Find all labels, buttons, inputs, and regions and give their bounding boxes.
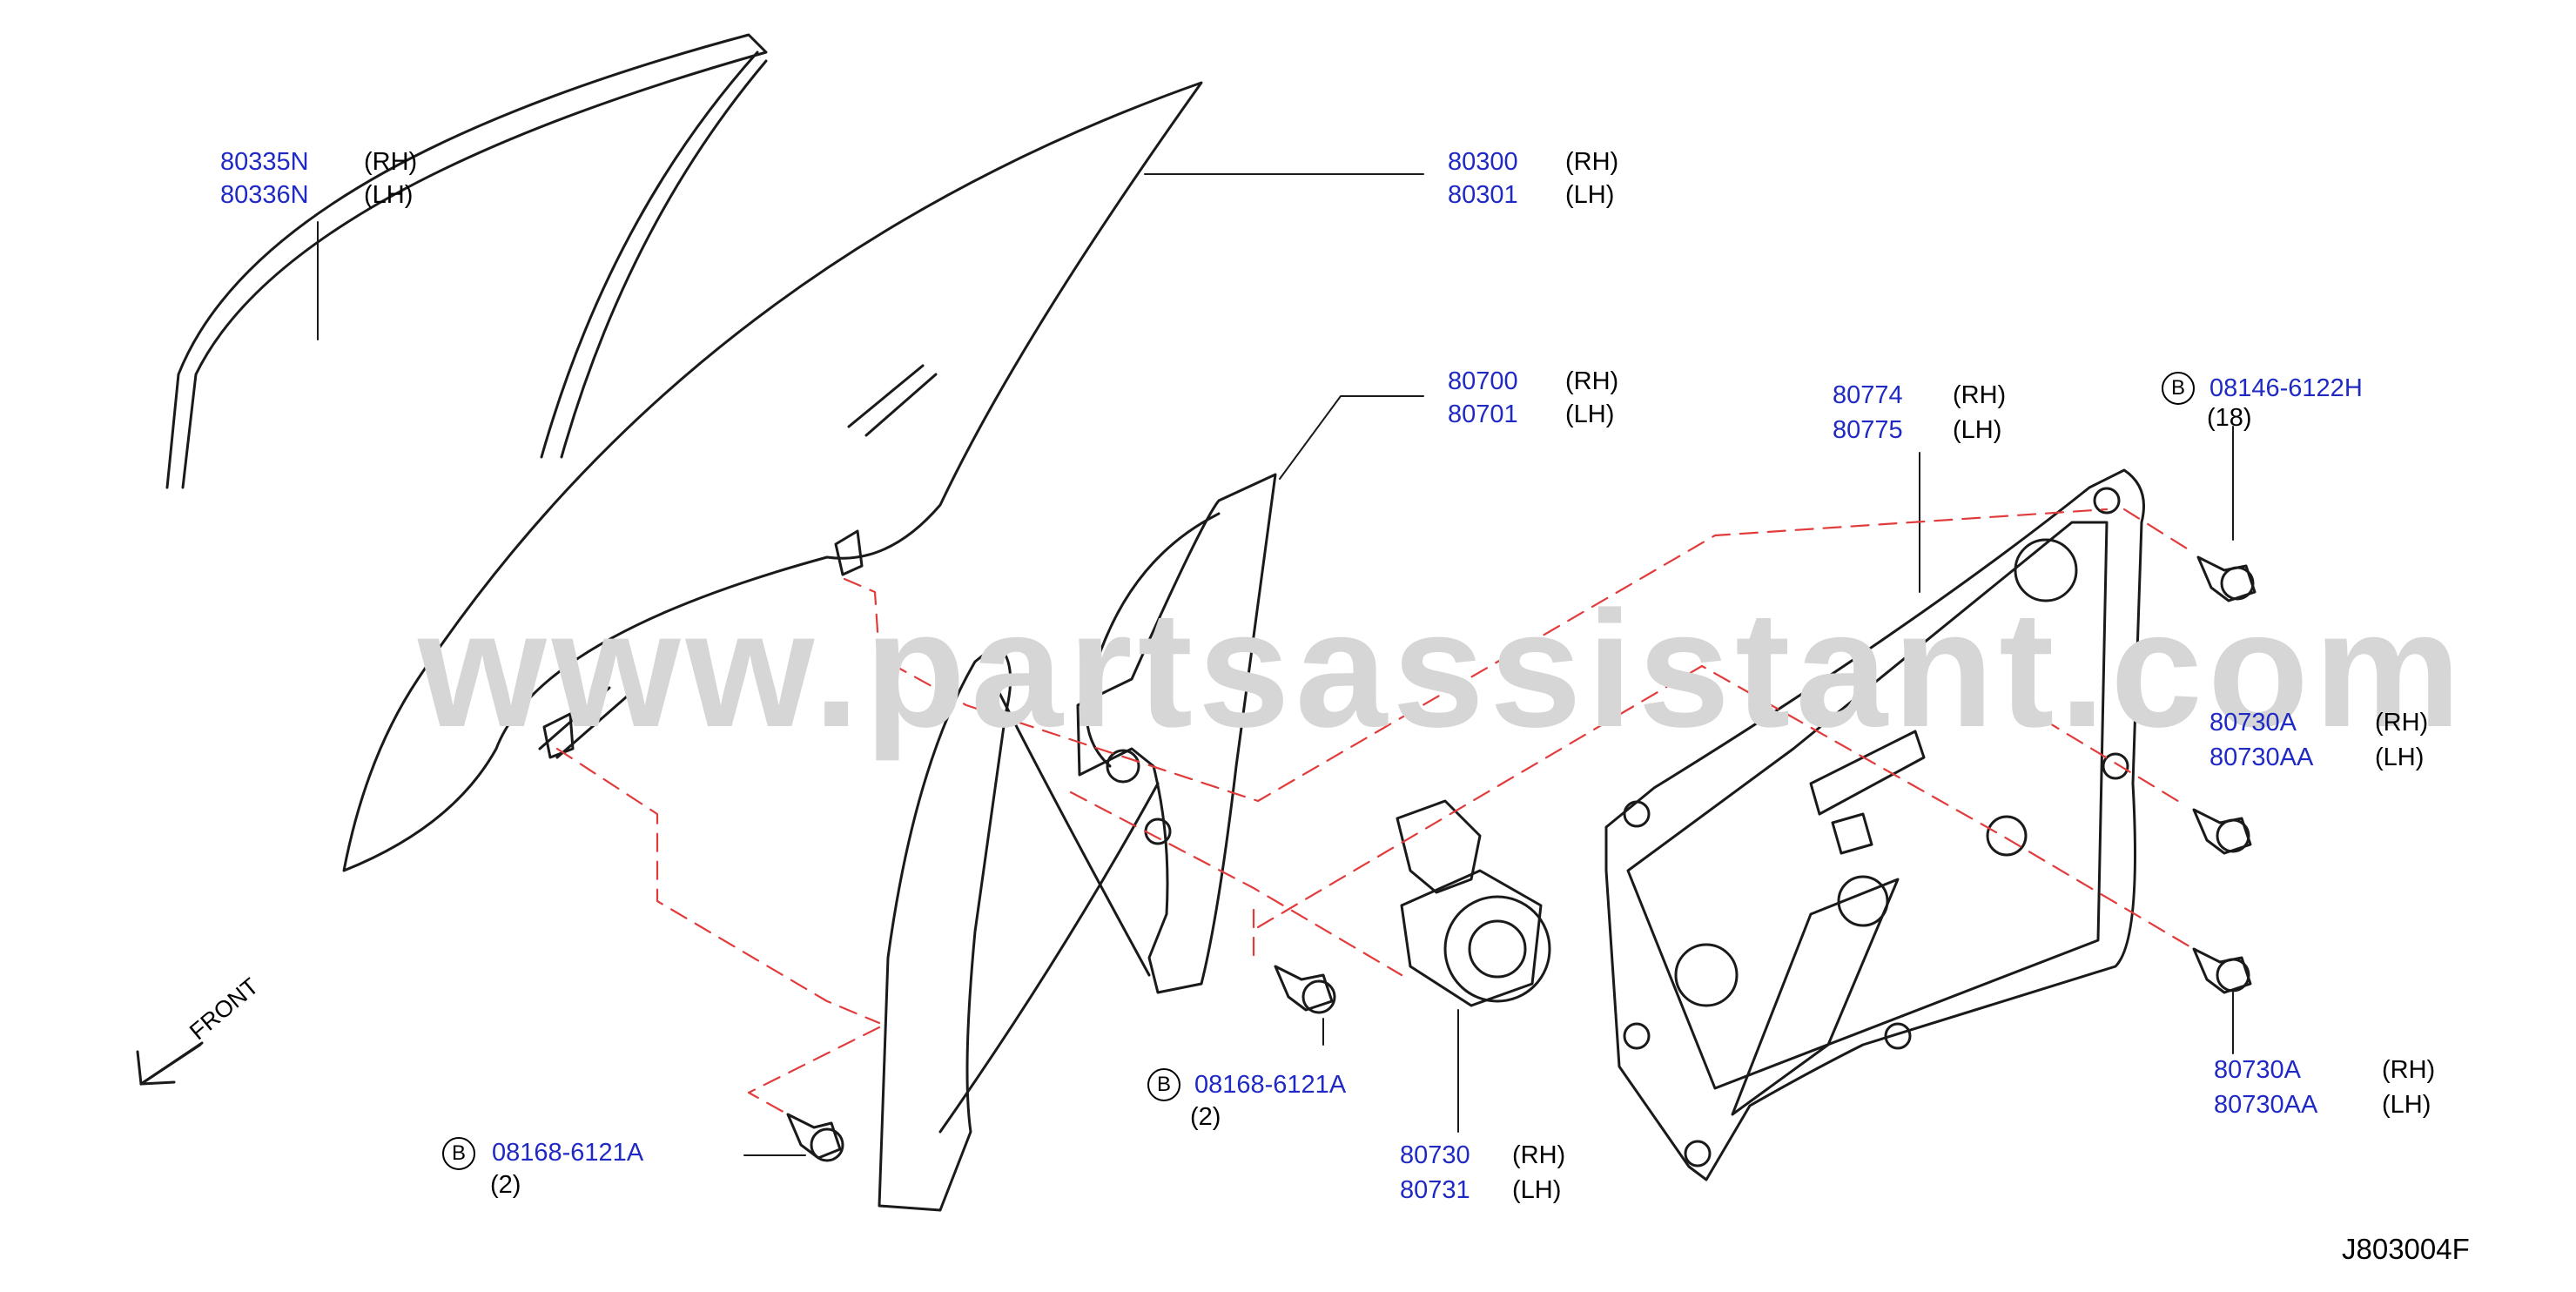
side-label-rh: (RH) — [1512, 1141, 1566, 1169]
side-label-rh: (RH) — [2375, 709, 2429, 737]
bolt-08168-6121a-left — [786, 1113, 844, 1162]
side-label-lh: (LH) — [1512, 1176, 1562, 1204]
bolt-group-b-badge: B — [2162, 372, 2195, 405]
bolt-80730a-mid — [2192, 808, 2252, 855]
bolt-80730a-low — [2192, 947, 2252, 994]
bolt-group-b-badge: B — [1147, 1068, 1180, 1101]
part-number-80701[interactable]: 80701 — [1448, 400, 1518, 428]
part-number-80730aa[interactable]: 80730AA — [2214, 1091, 2318, 1119]
part-number-80700[interactable]: 80700 — [1448, 367, 1518, 395]
side-label-rh: (RH) — [1565, 367, 1619, 395]
part-number-80775[interactable]: 80775 — [1833, 416, 1903, 444]
door-glass — [342, 81, 1203, 872]
door-sash-weatherstrip — [165, 33, 768, 489]
part-number-80731[interactable]: 80731 — [1400, 1176, 1470, 1204]
quantity-label: (2) — [1190, 1103, 1221, 1131]
window-regulator — [878, 473, 1277, 1212]
side-label-rh: (RH) — [1565, 148, 1619, 176]
diagram-code: J803004F — [2342, 1233, 2470, 1265]
part-number-80300[interactable]: 80300 — [1448, 148, 1518, 176]
assembly-dashed-lines — [555, 508, 2196, 1116]
door-module-panel — [1604, 468, 2145, 1181]
side-label-lh: (LH) — [1565, 400, 1615, 428]
part-number-80730aa[interactable]: 80730AA — [2209, 744, 2314, 771]
quantity-label: (18) — [2207, 404, 2252, 432]
part-number-08168-6121a[interactable]: 08168-6121A — [492, 1139, 644, 1167]
part-number-80335n[interactable]: 80335N — [220, 148, 309, 176]
part-number-08168-6121a[interactable]: 08168-6121A — [1194, 1071, 1347, 1099]
front-arrow-icon — [136, 1041, 204, 1086]
part-number-80730a[interactable]: 80730A — [2209, 709, 2297, 737]
side-label-rh: (RH) — [1953, 381, 2007, 409]
side-label-rh: (RH) — [364, 148, 418, 176]
side-label-lh: (LH) — [2375, 744, 2425, 771]
part-number-08146-6122h[interactable]: 08146-6122H — [2209, 374, 2363, 402]
part-number-80774[interactable]: 80774 — [1833, 381, 1903, 409]
part-number-80730a[interactable]: 80730A — [2214, 1056, 2301, 1084]
side-label-rh: (RH) — [2382, 1056, 2436, 1084]
bolt-08168-6121a-center — [1274, 965, 1336, 1014]
bolt-group-b-badge: B — [442, 1137, 475, 1170]
part-number-80730[interactable]: 80730 — [1400, 1141, 1470, 1169]
quantity-label: (2) — [490, 1171, 521, 1199]
part-number-80301[interactable]: 80301 — [1448, 181, 1518, 209]
watermark: www.partsassistant.com — [418, 577, 2466, 762]
side-label-lh: (LH) — [364, 181, 414, 209]
bolt-08146-6122h — [2196, 555, 2257, 602]
part-number-80336n[interactable]: 80336N — [220, 181, 309, 209]
side-label-lh: (LH) — [1953, 416, 2002, 444]
side-label-lh: (LH) — [1565, 181, 1615, 209]
side-label-lh: (LH) — [2382, 1091, 2431, 1119]
leader-lines — [317, 173, 2234, 1156]
window-motor — [1396, 799, 1551, 1007]
